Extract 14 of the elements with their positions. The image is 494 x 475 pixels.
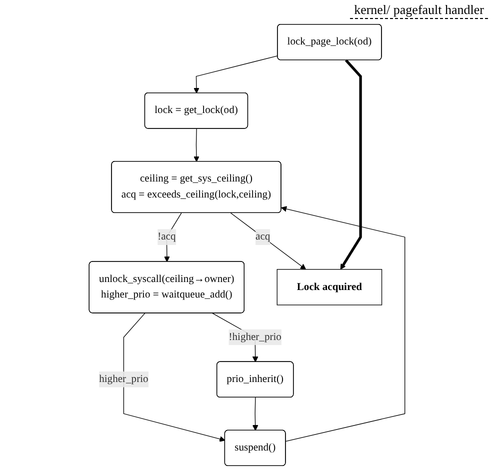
- arrow: [230, 212, 306, 270]
- arrow: [164, 212, 182, 262]
- region-label: kernel/ pagefault handler: [350, 2, 488, 19]
- edge-label: !higher_prio: [228, 331, 282, 343]
- arrow: [194, 128, 200, 162]
- node-box: Lock acquired: [276, 269, 382, 306]
- arrow: [194, 55, 278, 94]
- edge-label: higher_prio: [99, 373, 148, 385]
- arrow: [252, 397, 258, 431]
- edge-label: !acq: [158, 231, 176, 242]
- arrow: [123, 312, 226, 442]
- arrow: [281, 206, 406, 442]
- arrow: [340, 59, 362, 270]
- edge-label: acq: [256, 231, 270, 242]
